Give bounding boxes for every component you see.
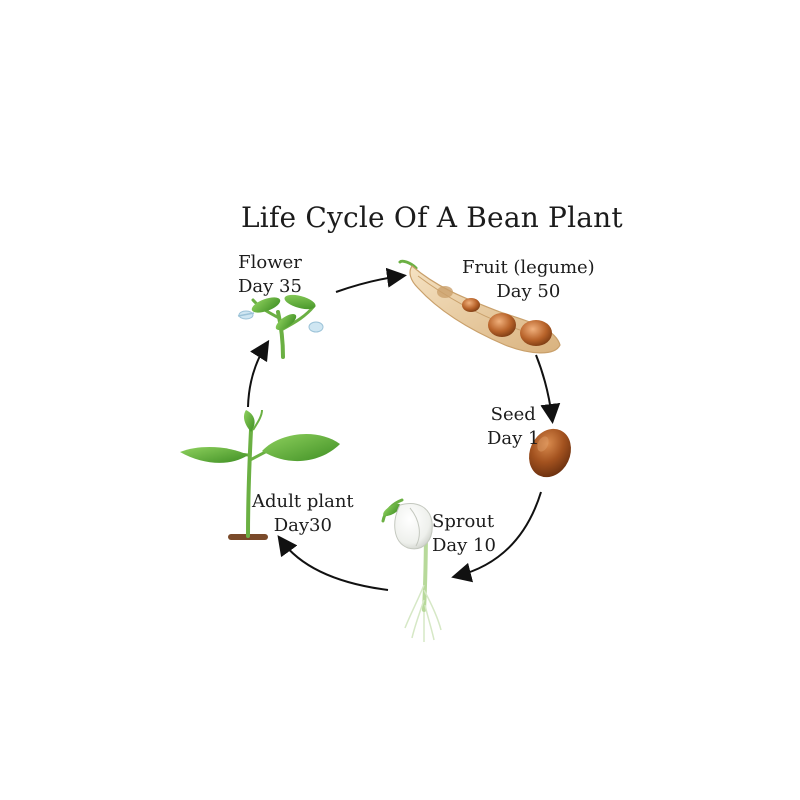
arrow-fruit-to-seed <box>535 354 561 424</box>
flower-stage-label: Flower Day 35 <box>238 251 302 299</box>
fruit-legume-illustration <box>398 259 561 354</box>
diagram-title: Life Cycle Of A Bean Plant <box>241 201 623 234</box>
adult-stage-name: Adult plant <box>252 491 354 512</box>
adult-stage-day: Day30 <box>273 515 332 536</box>
flower-stage-name: Flower <box>238 252 302 273</box>
flower-plant-illustration <box>237 294 324 359</box>
seed-illustration <box>529 428 571 478</box>
adult-plant-illustration <box>180 409 340 540</box>
arrow-seed-to-sprout <box>451 491 542 583</box>
sprout-illustration <box>381 498 442 642</box>
flower-stage-day: Day 35 <box>238 276 302 297</box>
sprout-stage-day: Day 10 <box>432 535 496 556</box>
arrow-adult-to-flower <box>247 339 270 408</box>
sprout-stage-name: Sprout <box>432 511 495 532</box>
cycle-arrows <box>247 267 561 591</box>
seed-stage-name: Seed <box>490 404 536 425</box>
adult-stage-label: Adult plant Day30 <box>252 490 354 538</box>
fruit-stage-label: Fruit (legume) Day 50 <box>462 256 595 304</box>
arrow-sprout-to-adult <box>277 535 389 591</box>
fruit-stage-name: Fruit (legume) <box>462 257 595 278</box>
sprout-stage-label: Sprout Day 10 <box>432 510 496 558</box>
fruit-stage-day: Day 50 <box>496 281 561 302</box>
seed-stage-day: Day 1 <box>487 428 540 449</box>
seed-stage-label: Seed Day 1 <box>487 403 540 451</box>
arrow-flower-to-fruit <box>335 267 407 293</box>
